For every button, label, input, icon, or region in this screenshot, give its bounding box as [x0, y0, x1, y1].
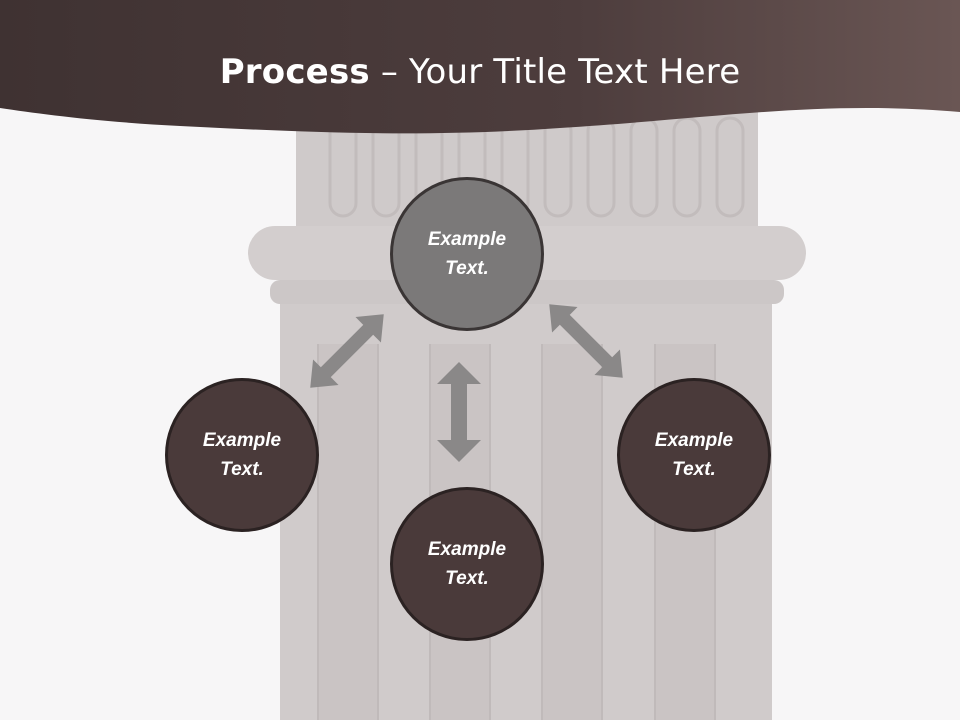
double-arrow-icon	[549, 304, 623, 378]
arrows	[310, 304, 623, 462]
process-node-label: Example Text.	[427, 539, 507, 589]
process-node-left: Example Text.	[165, 378, 319, 532]
slide-title: Process – Your Title Text Here	[0, 52, 960, 92]
double-arrow-icon	[437, 362, 481, 462]
process-node-label: Example Text.	[202, 430, 282, 480]
title-rest-part: – Your Title Text Here	[369, 52, 741, 92]
process-node-right: Example Text.	[617, 378, 771, 532]
process-node-label: Example Text.	[654, 430, 734, 480]
double-arrow-icon	[310, 314, 384, 388]
title-bold-part: Process	[219, 52, 370, 92]
process-node-bottom: Example Text.	[390, 487, 544, 641]
process-node-top: Example Text.	[390, 177, 544, 331]
header-band	[0, 0, 960, 134]
process-node-label: Example Text.	[427, 229, 507, 279]
